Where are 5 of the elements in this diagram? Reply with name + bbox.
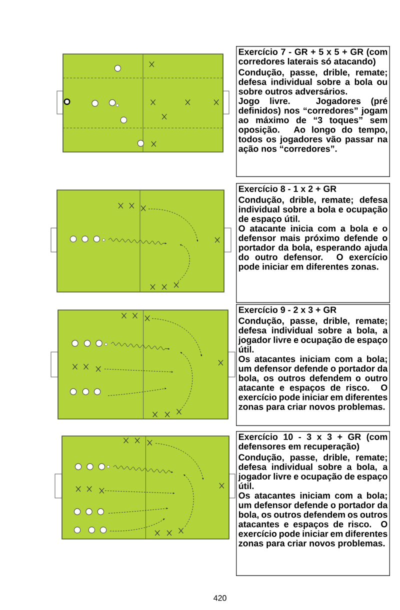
text-box: Exercício 10 - 3 x 3 + GR (com defensores em recuperação) Condução, passe, drible, remate; defesa individual sobre a bola, a jogador livre e ocupação de espaço útil. Os atacantes iniciam com a bola; um defensor defende o portador da bola, os outros defendem os outros atacantes e espaços de risco. O exercício pode iniciar em diferentes zonas para criar novos problemas. bbox=[236, 431, 390, 576]
page-number: 420 bbox=[214, 595, 226, 601]
text-box: Exercício 8 - 1 x 2 + GR Condução, drible, remate; defesa individual sobre a bola e ocupação de espaço útil. O atacante inicia com a bola e o defensor mais próximo defende o portador da bola, esperando ajuda do outro defensor. O exercício pode iniciar em diferentes zonas. bbox=[236, 183, 390, 303]
text-box: Exercício 9 - 2 x 3 + GR Condução, passe, drible, remate; defesa individual sobre a bola, a jogador livre e ocupação de espaço útil. Os atacantes iniciam com a bola; um defensor defende o portador da bola, os outros defendem o outro atacante e espaços de risco. O exercício pode iniciar em diferentes zonas para criar novos problemas. bbox=[236, 304, 390, 426]
text-box: Exercício 7 - GR + 5 x 5 + GR (com corredores laterais só atacando) Condução, passe, drible, remate; defesa individual sobre a bola ou sobre outros adversários. Jogo livre. Jogadores (pré definidos) nos “corredores” jogam ao máximo de “3 toques” sem oposição. Ao longo do tempo, todos os jogadores vão passar na ação nos “corredores”. bbox=[236, 46, 390, 177]
